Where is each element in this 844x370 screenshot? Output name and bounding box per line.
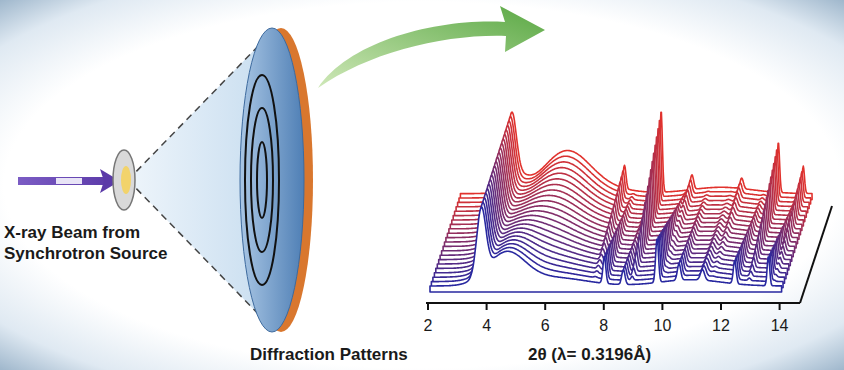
diffraction-ring [257,142,267,218]
axis-tick [603,303,605,310]
axis-tick [779,303,781,310]
axis-tick [427,303,429,310]
tick-label: 12 [712,315,730,336]
tick-label: 8 [599,315,608,336]
tick-label: 10 [653,315,671,336]
xray-beam [18,177,113,185]
detector-label: Diffraction Patterns [250,344,408,365]
axis-tick [486,303,488,310]
tick-label: 4 [482,315,491,336]
curved-arrow [318,6,545,88]
axis-tick [720,303,722,310]
sample-holder [113,150,135,210]
axis-title: 2θ (λ= 0.3196Å) [528,344,651,365]
axis-tick [544,303,546,310]
beam-label: X-ray Beam from Synchrotron Source [4,222,176,264]
depth-axis [800,206,832,303]
beam-highlight [56,178,82,184]
tick-label: 6 [541,315,550,336]
tick-label: 14 [771,315,789,336]
diffraction-curve [430,207,782,292]
tick-label: 2 [424,315,433,336]
x-axis [426,302,800,304]
diffraction-ring [245,75,279,285]
sample [121,166,131,194]
detector-plate [240,28,304,332]
diffraction-ring [251,108,273,252]
axis-tick [661,303,663,310]
